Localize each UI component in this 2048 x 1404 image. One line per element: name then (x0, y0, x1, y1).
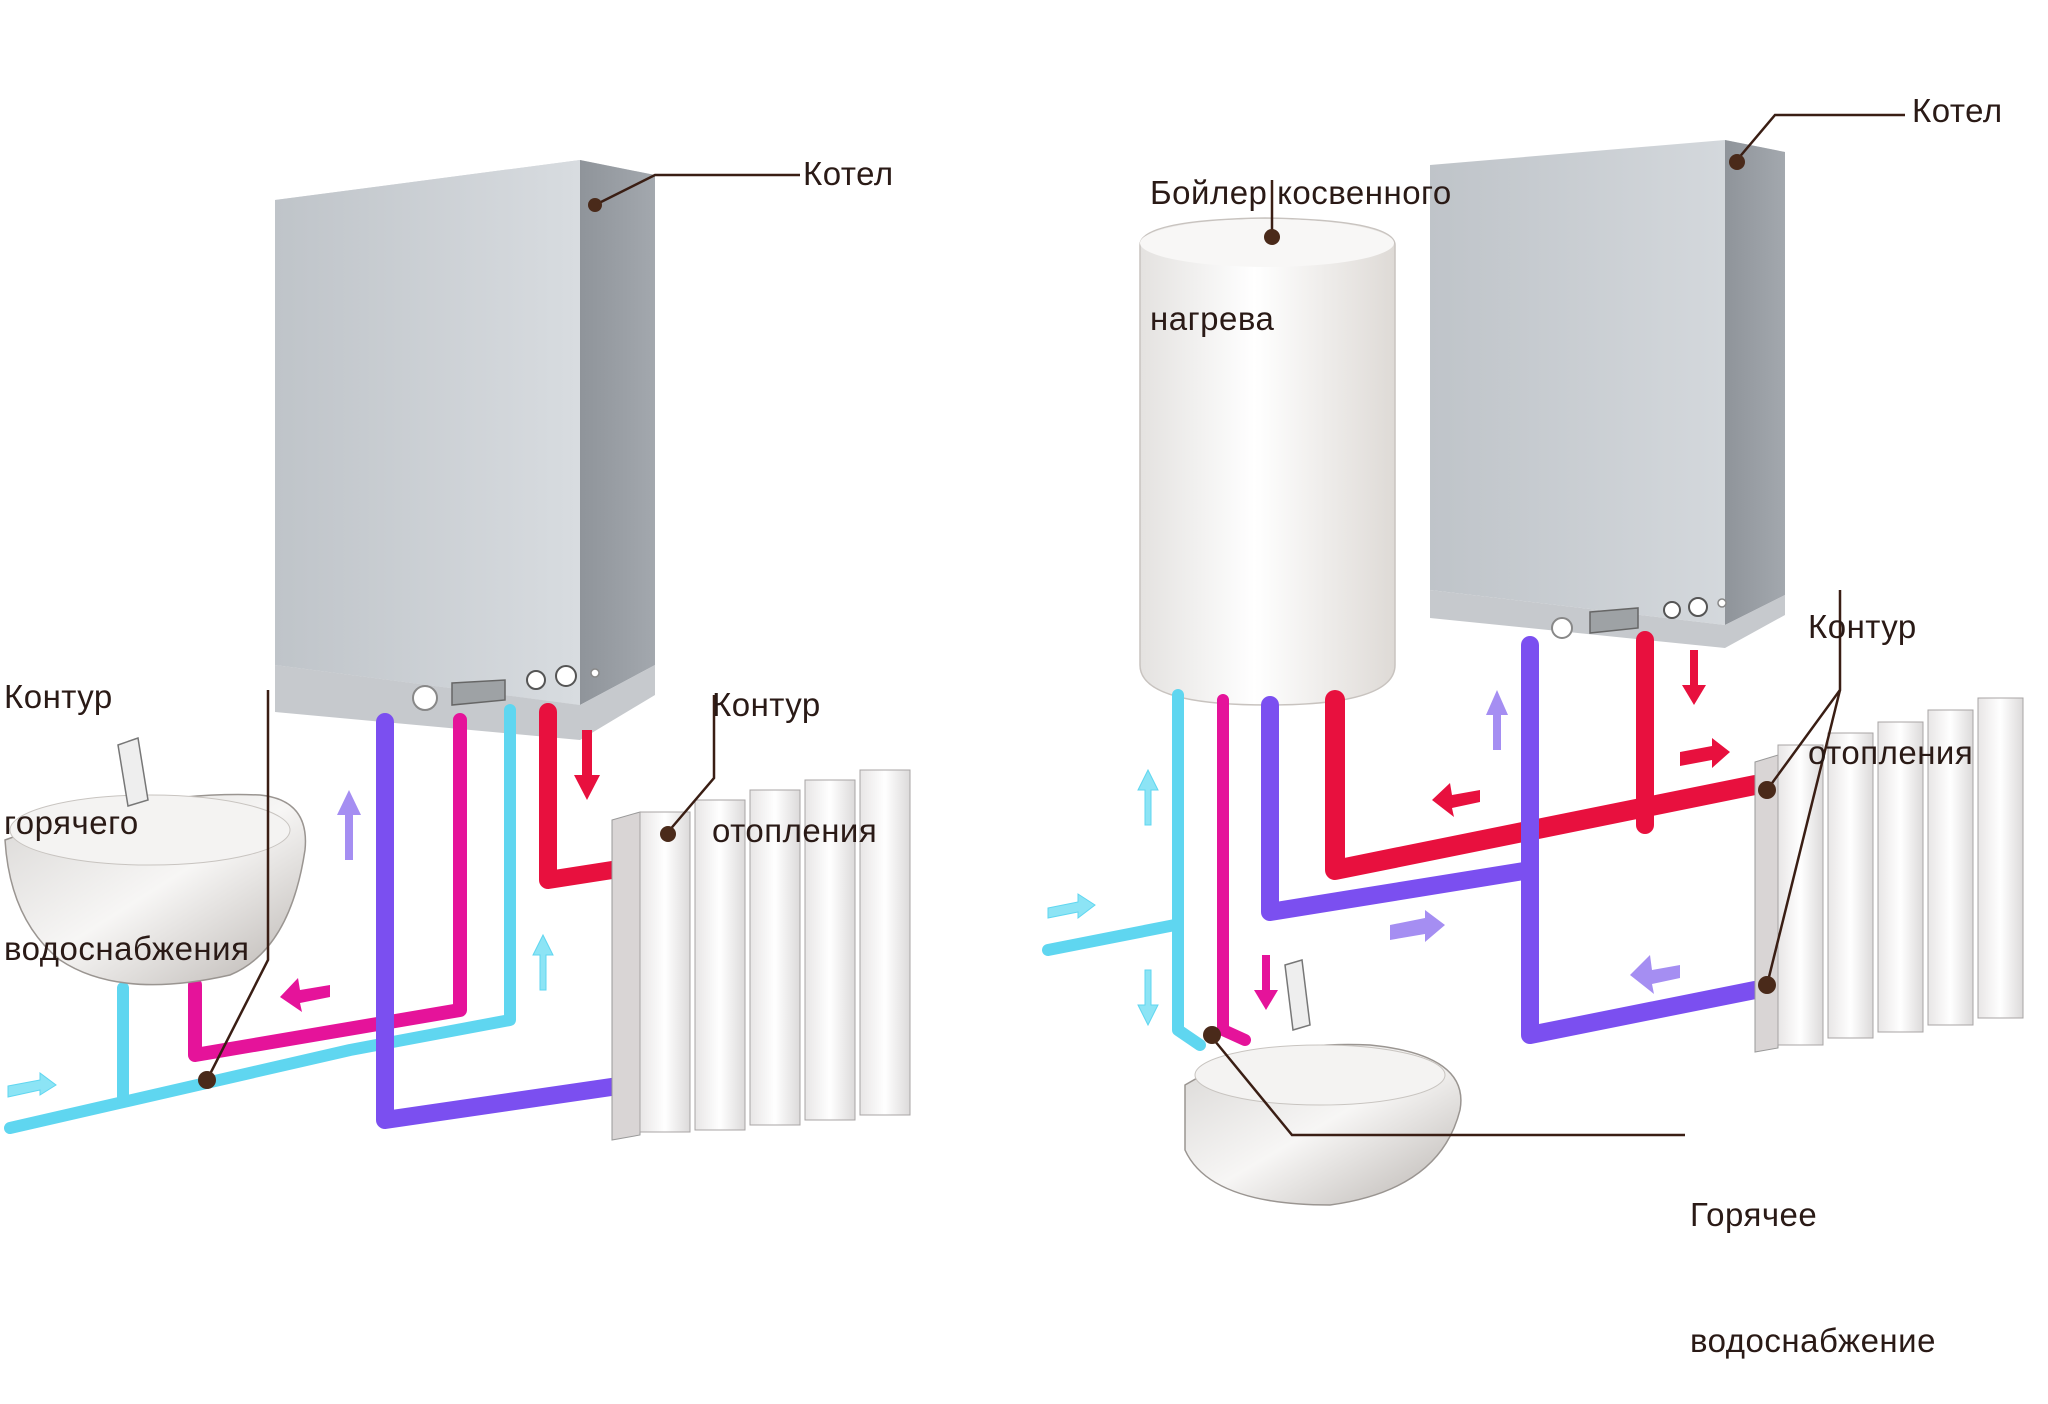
right-boiler-indicator (1551, 617, 1573, 639)
left-heating-circuit-line-1: Контур (712, 686, 821, 723)
right-heating-circuit-label: Контур отопления (1808, 522, 1973, 816)
right-arrow-supply-down (1682, 650, 1706, 705)
left-leader-lines (205, 173, 800, 1081)
hot-water-leader (1209, 1034, 1685, 1137)
left-hot-water-pipe (188, 713, 467, 1062)
left-arrow-cold-in (7, 1072, 57, 1098)
right-arrow-return-up (1486, 690, 1508, 750)
right-heating-circuit-line-2: отопления (1808, 734, 1974, 771)
left-cold-water-pipe (4, 704, 516, 1134)
hot-water-line-2: водоснабжение (1690, 1322, 1936, 1359)
left-sink-faucet (117, 736, 149, 807)
hot-water-label: Горячее водоснабжение (1690, 1110, 1936, 1404)
left-scheme (4, 160, 911, 1141)
left-sink (4, 736, 307, 986)
right-arrow-cold-down (1137, 969, 1159, 1027)
right-heating-dot-supply (1758, 781, 1776, 799)
left-arrow-return-up (337, 790, 361, 860)
left-pipes (4, 703, 634, 1134)
right-heating-dot-return (1758, 976, 1776, 994)
left-boiler-indicator (412, 685, 438, 711)
left-heating-supply-pipe (539, 703, 634, 889)
right-boiler-label: Котел (1912, 92, 2003, 129)
left-boiler-side (580, 160, 655, 705)
hot-water-dot (1203, 1026, 1221, 1044)
right-pipes (1042, 631, 1765, 1051)
left-boiler-knob-2 (555, 665, 577, 687)
left-boiler-display (451, 679, 506, 706)
right-cold-water-pipe (1172, 689, 1206, 1051)
left-boiler-front (275, 160, 580, 705)
hot-water-line-1: Горячее (1690, 1196, 1818, 1233)
left-dhw-dot (198, 1071, 216, 1089)
left-heating-leader (667, 695, 716, 833)
left-radiator (611, 769, 911, 1141)
left-arrow-supply-down (574, 730, 600, 800)
left-arrow-hot-left (280, 978, 330, 1012)
left-boiler-label: Котел (803, 155, 894, 192)
right-heating-return-pipe (1521, 636, 1764, 1044)
right-arrow-cold-up (1137, 768, 1159, 826)
right-cold-water-inlet (1042, 919, 1181, 956)
right-arrow-hot-down (1254, 955, 1278, 1010)
right-leader-lines (1209, 113, 1905, 1137)
right-tank-return-pipe (1261, 696, 1539, 921)
right-arrow-supply-right (1680, 738, 1730, 768)
right-heating-leader-bottom (1765, 689, 1842, 986)
left-arrow-cold-up (532, 933, 554, 991)
right-boiler-display (1589, 607, 1639, 634)
right-hot-water-pipe (1217, 694, 1251, 1046)
diagram-canvas (4, 113, 2024, 1206)
left-heating-circuit-line-2: отопления (712, 812, 878, 849)
left-heating-circuit-label: Контур отопления (712, 600, 877, 894)
left-boiler-leader (594, 173, 800, 207)
right-boiler-button (1717, 598, 1727, 608)
right-arrow-return-left (1630, 955, 1680, 994)
right-boiler-knob-2 (1688, 597, 1708, 617)
right-supply-main-pipe (1325, 690, 1765, 880)
indirect-boiler-line-2: нагрева (1150, 300, 1275, 337)
right-scheme (1042, 113, 2024, 1206)
right-boiler-side (1725, 140, 1785, 625)
left-dhw-circuit-line-1: Контур (4, 678, 113, 715)
right-boiler-dot (1729, 154, 1745, 170)
right-arrow-return-right (1390, 910, 1445, 942)
right-arrows (1047, 650, 1730, 1027)
right-arrow-supply-left (1432, 783, 1480, 817)
left-dhw-circuit-label: Контур горячего водоснабжения (4, 592, 249, 1012)
right-sink-faucet (1284, 959, 1311, 1031)
left-arrows (7, 730, 600, 1098)
right-arrow-cold-in (1047, 893, 1096, 920)
left-dhw-circuit-line-3: водоснабжения (4, 930, 250, 967)
right-boiler (1430, 140, 1785, 648)
left-boiler-button (590, 668, 600, 678)
left-boiler-dot (588, 198, 602, 212)
left-boiler-knob-1 (526, 670, 546, 690)
right-boiler-leader (1736, 113, 1905, 161)
indirect-boiler-label: Бойлер косвенного нагрева (1150, 88, 1452, 382)
left-dhw-circuit-line-2: горячего (4, 804, 139, 841)
heating-schemes-diagram: Котел Контур горячего водоснабжения Конт… (4, 88, 2024, 1359)
tank-dot (1264, 229, 1280, 245)
left-dhw-leader (205, 690, 270, 1081)
indirect-boiler-line-1: Бойлер косвенного (1150, 174, 1452, 211)
left-boiler (275, 160, 655, 740)
right-heating-circuit-line-1: Контур (1808, 608, 1917, 645)
right-sink (1184, 959, 1462, 1206)
left-heating-dot (660, 826, 676, 842)
right-boiler-knob-1 (1663, 601, 1681, 619)
left-heating-return-pipe (376, 713, 634, 1129)
